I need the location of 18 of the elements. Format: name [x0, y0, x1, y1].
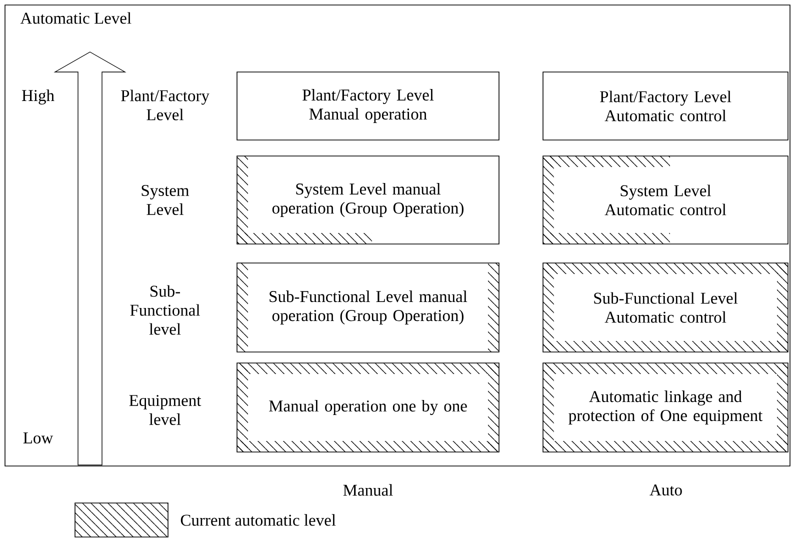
level-box: System Level manual operation (Group Operation) [236, 156, 500, 244]
level-box: Sub-Functional Level manual operation (Group Operation) [236, 262, 500, 352]
level-label: Sub-Functional level [130, 285, 200, 335]
level-box: Automatic linkage and protection of One equipment [542, 362, 788, 452]
level-label: Manual [343, 484, 393, 496]
level-label: Low [23, 432, 54, 444]
legend-text: Current automatic level [180, 514, 336, 526]
level-box: System Level Automatic control [542, 156, 788, 244]
level-box: Plant/Factory Level Automatic control [542, 72, 788, 140]
level-label: High [22, 90, 54, 104]
level-box: Plant/Factory Level Manual operation [236, 72, 500, 140]
level-label: Auto [650, 484, 682, 496]
level-label: Plant/Factory Level [121, 90, 210, 120]
level-label: Equipment level [129, 394, 202, 426]
level-label: Automatic Level [20, 12, 132, 24]
level-box: Sub-Functional Level Automatic control [542, 262, 788, 352]
level-label: System Level [142, 184, 190, 216]
level-box: Manual operation one by one [236, 362, 500, 452]
